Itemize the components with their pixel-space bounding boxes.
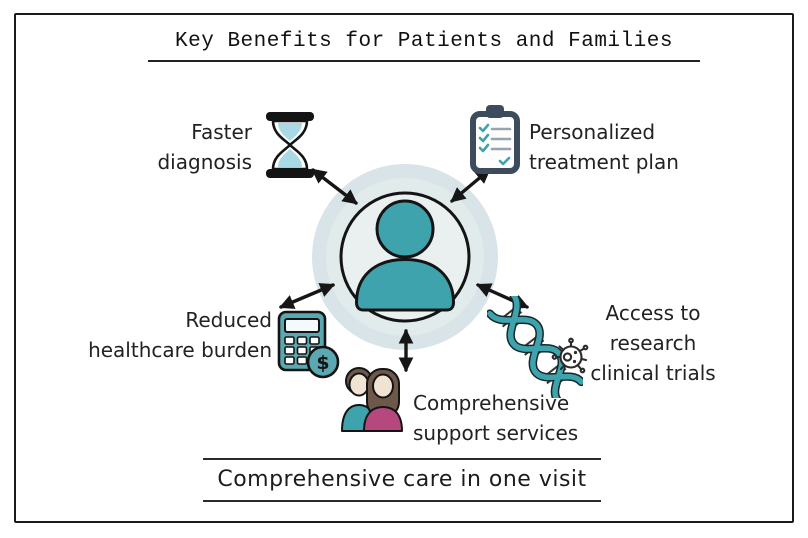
benefit-line: clinical trials — [590, 361, 716, 385]
benefit-line: Reduced — [185, 308, 272, 332]
benefit-label-personalized-plan: Personalized treatment plan — [529, 117, 719, 177]
two-people-icon — [337, 365, 413, 437]
dollar-sign-icon: $ — [316, 352, 329, 374]
benefit-line: Faster — [191, 120, 252, 144]
arrow-top-left — [311, 168, 358, 205]
arrow-left — [278, 283, 336, 309]
benefit-line: treatment plan — [529, 150, 679, 174]
benefit-line: Access to — [605, 301, 701, 325]
microbe-icon — [549, 334, 593, 382]
benefit-line: research — [609, 331, 697, 355]
hourglass-icon — [260, 110, 320, 184]
benefit-label-support-services: Comprehensive support services — [413, 388, 603, 448]
benefit-line: support services — [413, 421, 579, 445]
calculator-dollar-icon: $ — [277, 310, 341, 384]
benefit-line: diagnosis — [157, 150, 252, 174]
footer-banner: Comprehensive care in one visit — [203, 458, 601, 502]
benefit-line: Comprehensive — [413, 391, 570, 415]
benefit-line: healthcare burden — [88, 338, 272, 362]
benefit-label-faster-diagnosis: Faster diagnosis — [100, 117, 252, 177]
arrow-top-right — [450, 168, 491, 203]
benefit-label-access-research: Access to research clinical trials — [578, 298, 728, 388]
benefit-label-reduced-burden: Reduced healthcare burden — [78, 305, 272, 365]
page-title: Key Benefits for Patients and Families — [148, 30, 700, 62]
dna-helix-icon — [485, 290, 586, 405]
benefit-line: Personalized — [529, 120, 656, 144]
clipboard-checklist-icon — [467, 103, 523, 179]
patient-person-icon — [355, 199, 455, 312]
